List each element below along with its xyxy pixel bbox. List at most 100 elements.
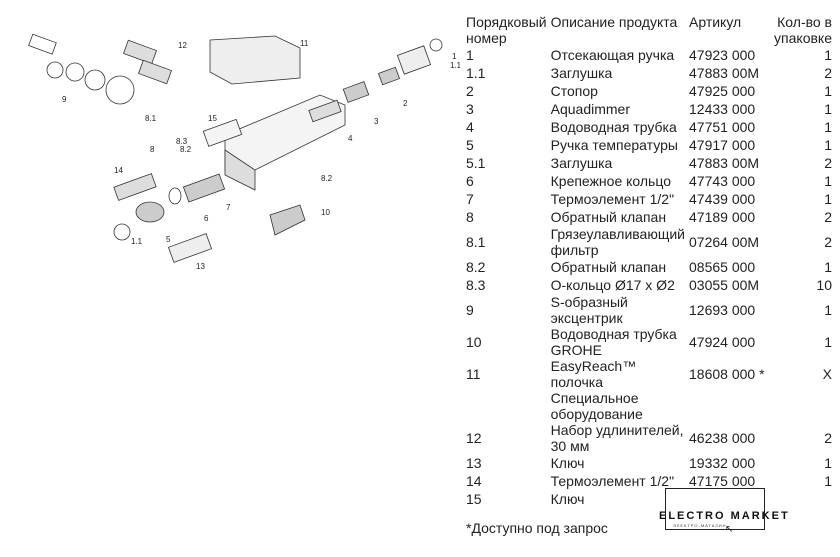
stopper-part xyxy=(377,66,401,86)
table-header-row: Порядковый номер Описание продукта Артик… xyxy=(464,14,834,46)
cell-quantity: 1 xyxy=(824,259,832,275)
callout-label: 4 xyxy=(348,134,353,143)
cell-quantity: 1 xyxy=(824,101,832,117)
cell-quantity: 1 xyxy=(824,119,832,135)
callout-label: 10 xyxy=(321,208,330,217)
spout-part xyxy=(269,204,306,236)
cell-number: 7 xyxy=(466,191,474,207)
cell-article: 47923 000 xyxy=(689,47,756,63)
callout-label: 9 xyxy=(62,95,67,104)
cell-description: Специальное оборудование xyxy=(550,390,643,422)
table-row: 10 Водоводная трубка GROHE 47924 000 1 xyxy=(464,326,834,358)
cell-description: Термоэлемент 1/2" xyxy=(550,473,675,489)
cell-quantity: 2 xyxy=(824,430,832,446)
cell-description: Водоводная трубка xyxy=(550,119,677,135)
footnote: *Доступно под запрос xyxy=(466,520,608,536)
eccentric-ring xyxy=(65,62,85,82)
callout-label: 5 xyxy=(166,235,171,244)
callout-label: 1.1 xyxy=(131,237,143,246)
cell-number: 11 xyxy=(466,366,481,382)
callout-label: 11 xyxy=(300,39,309,48)
cell-number: 3 xyxy=(466,101,474,117)
water-tube-part xyxy=(308,99,342,123)
cell-description: Крепежное кольцо xyxy=(550,173,671,189)
cell-article: 47743 000 xyxy=(689,173,756,189)
thermo-element-part xyxy=(182,173,226,203)
cell-quantity: 1 xyxy=(824,137,832,153)
cell-quantity: 2 xyxy=(824,234,832,250)
cell-description: О-кольцо Ø17 x Ø2 xyxy=(550,277,675,293)
cell-article: 47883 00M xyxy=(689,155,760,171)
cell-number xyxy=(464,390,549,422)
cell-number: 5.1 xyxy=(466,155,486,171)
cell-description: Термоэлемент 1/2" xyxy=(550,191,675,207)
cell-quantity: 1 xyxy=(824,47,832,63)
table-row: 15 Ключ xyxy=(464,490,834,508)
logo-tagline: ЭЛЕКТРО-МАГАЗИН xyxy=(673,523,727,528)
cap-part xyxy=(113,223,131,241)
cell-quantity: 2 xyxy=(824,155,832,171)
cell-number: 13 xyxy=(466,455,482,471)
mixer-body-side xyxy=(224,149,256,191)
cell-article xyxy=(687,390,769,422)
aquadimmer-part xyxy=(342,81,370,103)
cell-article: 08565 000 xyxy=(689,259,756,275)
cell-number: 1 xyxy=(466,47,474,63)
table-row: 6 Крепежное кольцо 47743 000 1 xyxy=(464,172,834,190)
cell-number: 1.1 xyxy=(466,65,486,81)
shelf-part xyxy=(209,35,301,85)
eccentric-fitting xyxy=(28,33,57,55)
cell-description: Обратный клапан xyxy=(550,209,667,225)
cell-quantity: 1 xyxy=(824,83,832,99)
cell-description: Ключ xyxy=(550,455,585,471)
callout-label: 6 xyxy=(204,214,209,223)
thermo-element-part xyxy=(113,173,157,201)
table-row: Специальное оборудование xyxy=(464,390,834,422)
cell-article: 47924 000 xyxy=(689,334,756,350)
callout-label: 8 xyxy=(150,145,155,154)
table-row: 11 EasyReach™ полочка 18608 000 * X xyxy=(464,358,834,390)
callout-label: 15 xyxy=(208,114,217,123)
electro-market-logo: ELECTRO MARKET ЭЛЕКТРО-МАГАЗИН ↖ xyxy=(659,488,788,544)
cell-quantity: 1 xyxy=(824,473,832,489)
cell-quantity: X xyxy=(822,366,832,382)
cell-number: 15 xyxy=(466,491,482,507)
callout-label: 12 xyxy=(178,41,187,50)
cell-description: Ручка температуры xyxy=(550,137,678,153)
cell-number: 8 xyxy=(466,209,474,225)
key-part xyxy=(202,118,243,147)
header-description: Описание продукта xyxy=(550,14,678,30)
cell-number: 10 xyxy=(466,334,482,350)
callout-label: 7 xyxy=(226,203,231,212)
cell-quantity: 1 xyxy=(824,173,832,189)
cell-article: 18608 000 * xyxy=(689,366,765,382)
cell-quantity: 1 xyxy=(824,334,832,350)
temperature-handle-part xyxy=(135,201,165,223)
cell-number: 2 xyxy=(466,83,474,99)
cell-description: Ключ xyxy=(550,491,585,507)
cell-description: EasyReach™ полочка xyxy=(550,358,637,390)
callout-label: 8.2 xyxy=(321,174,333,183)
cell-number: 6 xyxy=(466,173,474,189)
callout-label: 3 xyxy=(374,117,379,126)
cell-article: 47925 000 xyxy=(689,83,756,99)
cell-description: Обратный клапан xyxy=(550,259,667,275)
logo-name: ELECTRO MARKET xyxy=(659,510,790,522)
cell-description: Водоводная трубка GROHE xyxy=(550,326,677,358)
cell-article: 47883 00M xyxy=(689,65,760,81)
extension-part xyxy=(137,59,173,85)
cell-article: 07264 00M xyxy=(689,234,760,250)
callout-label: 8.2 xyxy=(180,145,192,154)
